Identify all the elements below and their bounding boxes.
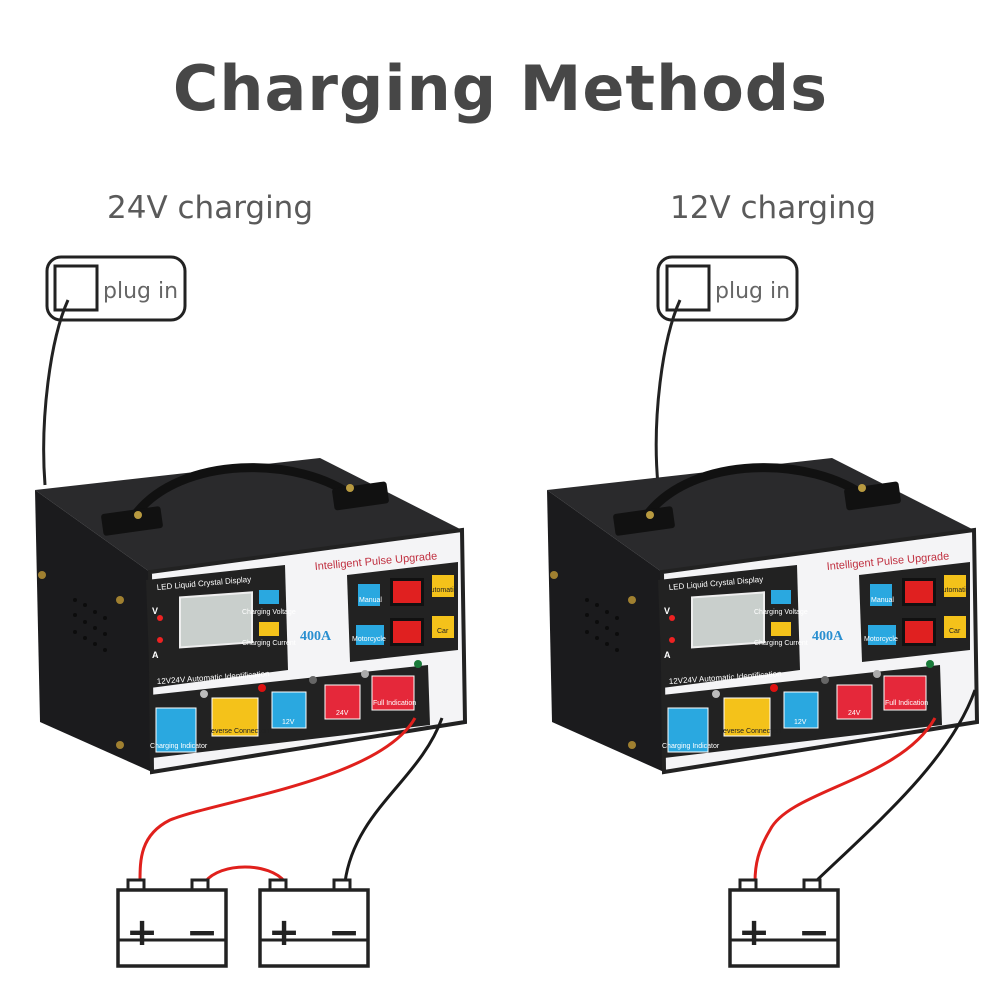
charger-24v: plug in Intelligent Pulse Upgrade LED Li… [35, 255, 465, 968]
positive-wire [138, 717, 417, 883]
12v-label: 12V [282, 719, 295, 726]
plus-sign: + [738, 910, 770, 954]
a-label: A [152, 650, 159, 660]
motorcycle-label: Motorcycle [864, 636, 898, 643]
v-label: V [152, 606, 158, 616]
charging-voltage-label: Charging Voltage [242, 609, 296, 616]
plus-sign: + [268, 910, 300, 954]
v-label: V [664, 606, 670, 616]
power-cord [654, 299, 682, 486]
plus-sign: + [126, 910, 158, 954]
minus-sign: − [798, 910, 830, 954]
full-indication-label: Full Indication [885, 700, 928, 707]
24v-label: 24V [848, 710, 861, 717]
power-cord [42, 299, 70, 486]
charging-indicator-label: Charging Indicator [662, 743, 720, 750]
method-label-12v: 12V charging [670, 190, 877, 226]
charging-current-label: Charging Current [242, 640, 296, 647]
negative-wire [343, 717, 444, 883]
page-title: Charging Methods [172, 52, 829, 125]
charger-12v: plug in Intelligent Pulse Upgrade LED Li… [547, 255, 977, 968]
full-indication-label: Full Indication [373, 700, 416, 707]
series-link-wire [203, 865, 287, 884]
charging-voltage-label: Charging Voltage [754, 609, 808, 616]
panel-labels: V A Charging Voltage Charging Current Ma… [662, 587, 970, 750]
car-label: Car [437, 628, 449, 635]
automatic-label: Automatic [426, 587, 458, 594]
plug-label: plug in [715, 279, 790, 304]
reverse-connection-label: Reverse Connection [206, 728, 270, 735]
motorcycle-label: Motorcycle [352, 636, 386, 643]
minus-sign: − [186, 910, 218, 954]
minus-sign: − [328, 910, 360, 954]
reverse-connection-label: Reverse Connection [718, 728, 782, 735]
manual-label: Manual [359, 597, 382, 604]
a-label: A [664, 650, 671, 660]
rating: 400A [300, 629, 332, 644]
manual-label: Manual [871, 597, 894, 604]
24v-label: 24V [336, 710, 349, 717]
socket-icon [665, 264, 711, 312]
automatic-label: Automatic [938, 587, 970, 594]
method-label-24v: 24V charging [107, 190, 314, 226]
rating: 400A [812, 629, 844, 644]
panel-labels: V A Charging Voltage Charging Current Ma… [150, 587, 458, 750]
negative-wire [813, 689, 977, 884]
plug-label: plug in [103, 279, 178, 304]
charging-indicator-label: Charging Indicator [150, 743, 208, 750]
charging-current-label: Charging Current [754, 640, 808, 647]
positive-wire [753, 717, 937, 883]
12v-label: 12V [794, 719, 807, 726]
car-label: Car [949, 628, 961, 635]
socket-icon [53, 264, 99, 312]
